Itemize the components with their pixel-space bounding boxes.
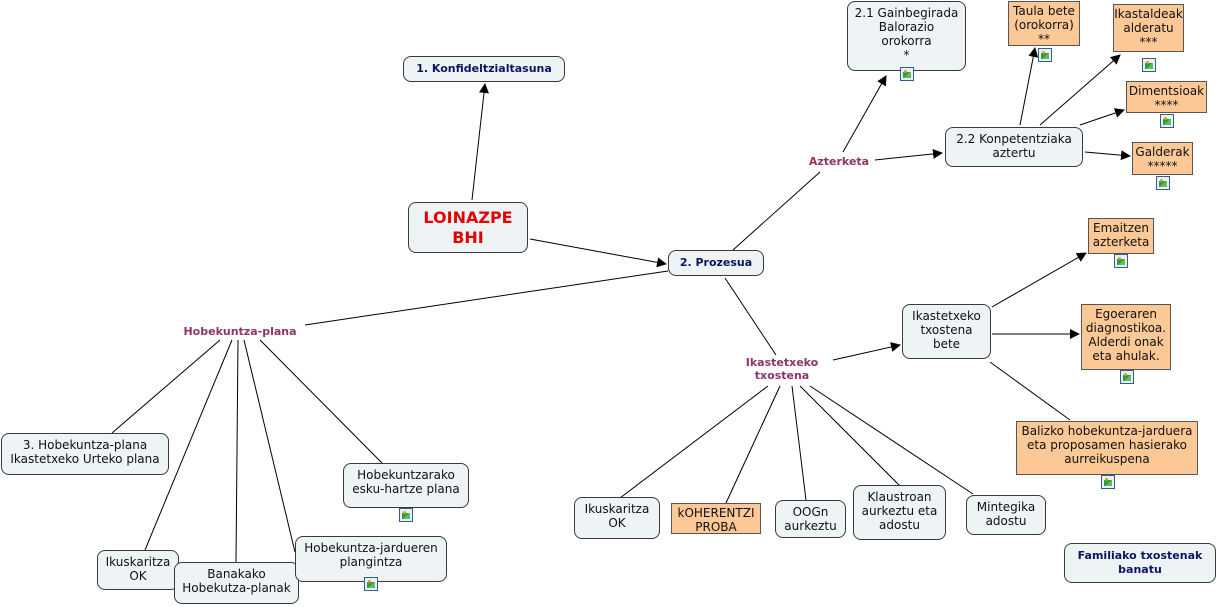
node-galderak[interactable]: Galderak ***** [1132,142,1193,190]
node-konfidentzialtasuna[interactable]: 1. Konfideltzialtasuna [403,56,565,82]
node-balizko[interactable]: Balizko hobekuntza-jarduera eta proposam… [1016,421,1198,489]
image-icon[interactable] [364,577,378,591]
node-ikastetxeko-bete-text: Ikastetxeko txostena bete [912,309,981,351]
node-taula-bete[interactable]: Taula bete (orokorra) ** [1008,1,1080,62]
main-node-loinazpe[interactable]: LOINAZPE BHI [408,202,528,253]
image-icon[interactable] [1142,58,1156,72]
node-balizko-text: Balizko hobekuntza-jarduera eta proposam… [1021,424,1193,466]
node-konpetentziak[interactable]: 2.2 Konpetentziaka aztertu [945,127,1083,167]
node-oogn-text: OOGn aurkeztu [784,505,837,533]
image-icon[interactable] [1160,114,1174,128]
node-koherentzi[interactable]: kOHERENTZI PROBA [671,503,761,534]
node-gainbegirada-text: 2.1 Gainbegirada Balorazio orokorra * [854,6,959,62]
node-mintegika-text: Mintegika adostu [976,500,1036,528]
image-icon[interactable] [1101,475,1115,489]
node-konpetentziak-text: 2.2 Konpetentziaka aztertu [956,132,1072,160]
label-ikastetxeko-txostena: Ikastetxeko txostena [745,356,819,382]
node-ikuskaritza-ok-mid-text: Ikuskaritza OK [584,502,650,530]
node-ikastaldeak-text: Ikastaldeak alderatu *** [1114,7,1183,49]
node-oogn[interactable]: OOGn aurkeztu [775,500,846,538]
label-azterketa: Azterketa [808,155,870,168]
node-jardueren[interactable]: Hobekuntza-jardueren plangintza [295,536,447,591]
node-familiako[interactable]: Familiako txostenak banatu [1064,543,1216,583]
node-gainbegirada[interactable]: 2.1 Gainbegirada Balorazio orokorra * [847,1,966,81]
image-icon[interactable] [1156,176,1170,190]
image-icon[interactable] [1120,370,1134,384]
node-koherentzi-text: kOHERENTZI PROBA [677,506,755,534]
node-banakako[interactable]: Banakako Hobekutza-planak [174,562,299,604]
node-prozesua[interactable]: 2. Prozesua [668,250,764,276]
node-esku-hartze[interactable]: Hobekuntzarako esku-hartze plana [343,463,469,522]
node-dimentsioak-text: Dimentsioak **** [1128,84,1205,112]
node-ikastetxeko-bete[interactable]: Ikastetxeko txostena bete [902,304,991,359]
label-hobekuntza-plana: Hobekuntza-plana [183,325,297,338]
node-ikastaldeak[interactable]: Ikastaldeak alderatu *** [1113,4,1184,72]
image-icon[interactable] [900,67,914,81]
node-egoeraren[interactable]: Egoeraren diagnostikoa. Alderdi onak eta… [1081,304,1171,384]
node-hobekuntza-plana-3-text: 3. Hobekuntza-plana Ikastetxeko Urteko p… [10,438,160,466]
node-banakako-text: Banakako Hobekutza-planak [182,567,291,595]
node-taula-bete-text: Taula bete (orokorra) ** [1013,4,1075,46]
image-icon[interactable] [1038,48,1052,62]
node-egoeraren-text: Egoeraren diagnostikoa. Alderdi onak eta… [1085,307,1167,363]
node-emaitzen-text: Emaitzen azterketa [1092,221,1150,249]
node-ikuskaritza-ok-mid[interactable]: Ikuskaritza OK [574,497,660,539]
node-klaustroan-text: Klaustroan aurkeztu eta adostu [861,490,938,532]
node-galderak-text: Galderak ***** [1135,145,1190,173]
image-icon[interactable] [399,508,413,522]
node-emaitzen[interactable]: Emaitzen azterketa [1088,218,1154,268]
node-hobekuntza-plana-3[interactable]: 3. Hobekuntza-plana Ikastetxeko Urteko p… [1,433,169,475]
node-klaustroan[interactable]: Klaustroan aurkeztu eta adostu [853,485,946,540]
node-mintegika[interactable]: Mintegika adostu [966,495,1046,535]
node-dimentsioak[interactable]: Dimentsioak **** [1126,81,1207,128]
node-ikuskaritza-ok-left[interactable]: Ikuskaritza OK [97,550,179,590]
node-ikuskaritza-ok-left-text: Ikuskaritza OK [105,555,171,583]
node-jardueren-text: Hobekuntza-jardueren plangintza [304,541,438,569]
node-esku-hartze-text: Hobekuntzarako esku-hartze plana [352,468,460,496]
image-icon[interactable] [1114,254,1128,268]
